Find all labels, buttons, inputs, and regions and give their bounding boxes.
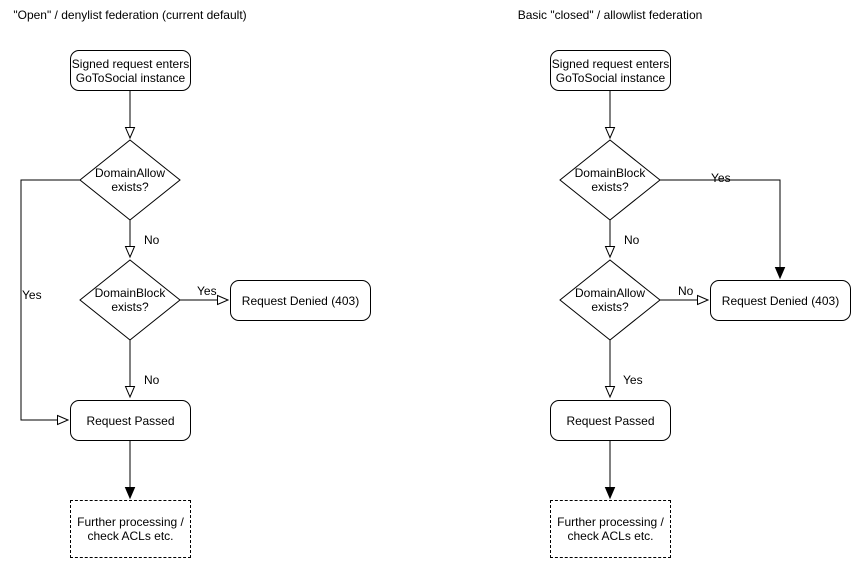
right-further-node: Further processing / check ACLs etc. [550, 500, 671, 558]
text-line: exists? [111, 180, 149, 194]
text-line: Request Denied (403) [241, 293, 360, 308]
left-start-node: Signed request enters GoToSocial instanc… [70, 50, 191, 91]
text-line: Request Passed [86, 413, 175, 428]
text-line: DomainBlock [574, 166, 646, 180]
left-decision2-label: DomainBlock exists? [80, 260, 180, 340]
left-decision1-label: DomainAllow exists? [80, 140, 180, 220]
right-decision2-yes-label: Yes [623, 373, 643, 387]
text-line: Further processing / [77, 515, 184, 529]
left-chart-title: "Open" / denylist federation (current de… [13, 8, 247, 22]
right-passed-node: Request Passed [550, 400, 671, 441]
text-line: Further processing / [557, 515, 664, 529]
right-decision1-no-label: No [624, 233, 640, 247]
text-line: check ACLs etc. [567, 529, 654, 543]
text-line: check ACLs etc. [87, 529, 174, 543]
left-decision1-diamond [79, 139, 181, 221]
text-line: DomainBlock [94, 286, 166, 300]
text-line: Signed request enters [71, 56, 190, 71]
left-decision1-no-label: No [144, 233, 160, 247]
left-further-node: Further processing / check ACLs etc. [70, 500, 191, 558]
left-decision2-yes-label: Yes [197, 284, 217, 298]
text-line: exists? [591, 180, 629, 194]
right-connector-decision1-yes-to-denied [660, 179, 786, 280]
right-start-node: Signed request enters GoToSocial instanc… [550, 50, 671, 91]
text-line: Request Passed [566, 413, 655, 428]
left-denied-node: Request Denied (403) [230, 280, 371, 321]
text-line: exists? [111, 300, 149, 314]
left-decision2-no-label: No [144, 373, 160, 387]
left-decision1-yes-label: Yes [22, 288, 42, 302]
text-line: DomainAllow [574, 286, 646, 300]
left-passed-node: Request Passed [70, 400, 191, 441]
text-line: GoToSocial instance [75, 70, 186, 85]
right-chart-title: Basic "closed" / allowlist federation [517, 8, 703, 22]
text-line: GoToSocial instance [555, 70, 666, 85]
text-line: Signed request enters [551, 56, 670, 71]
right-decision2-diamond [559, 259, 661, 341]
right-decision2-label: DomainAllow exists? [560, 260, 660, 340]
right-decision1-label: DomainBlock exists? [560, 140, 660, 220]
right-denied-node: Request Denied (403) [710, 280, 851, 321]
left-decision2-diamond [79, 259, 181, 341]
text-line: Request Denied (403) [721, 293, 840, 308]
right-decision1-diamond [559, 139, 661, 221]
left-connector-decision1-yes-to-passed [20, 179, 80, 426]
text-line: exists? [591, 300, 629, 314]
text-line: DomainAllow [94, 166, 166, 180]
right-decision2-no-label: No [678, 284, 694, 298]
right-decision1-yes-label: Yes [711, 171, 731, 185]
